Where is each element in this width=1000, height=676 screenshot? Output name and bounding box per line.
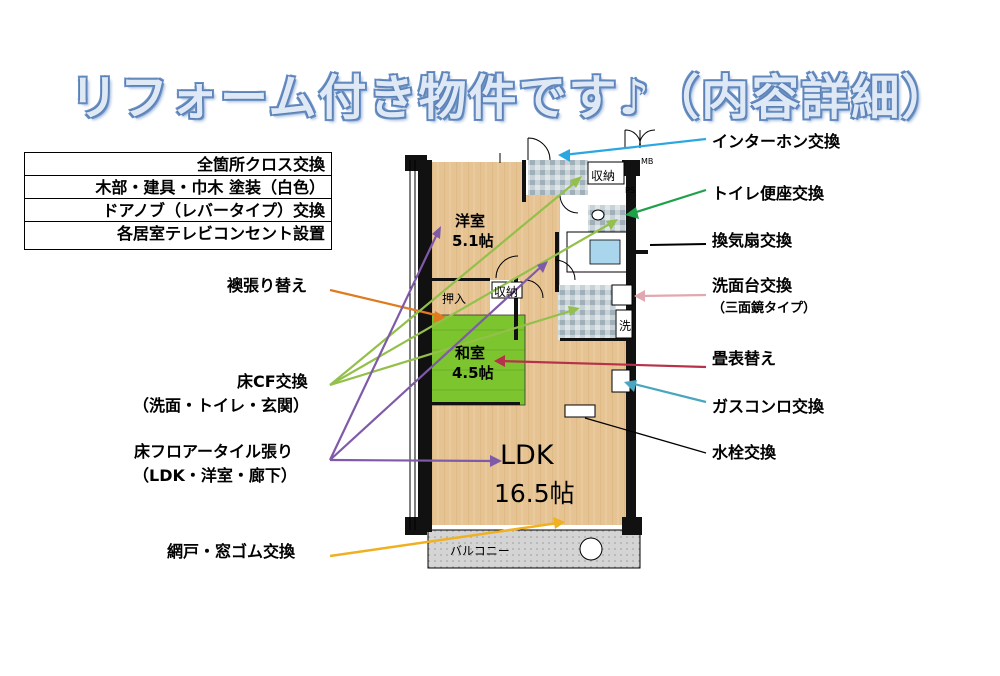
- general-renovation-list: 全箇所クロス交換 木部・建具・巾木 塗装（白色） ドアノブ（レバータイプ）交換 …: [24, 152, 332, 250]
- room-japanese-size: 4.5帖: [452, 364, 494, 382]
- storage-label: 収納: [494, 285, 519, 299]
- arrow-toilet: [629, 188, 707, 216]
- label-toilet: トイレ便座交換: [712, 184, 825, 203]
- label-faucet: 水栓交換: [712, 443, 777, 462]
- label-stove: ガスコンロ交換: [712, 397, 825, 416]
- label-cf-floor: 床CF交換: [237, 372, 308, 391]
- label-tatami: 畳表替え: [712, 349, 777, 368]
- label-fusuma: 襖張り替え: [227, 276, 308, 295]
- arrow-faucet: [584, 417, 707, 454]
- arrow-fan: [649, 243, 707, 246]
- storage-label: 収納: [591, 169, 616, 183]
- arrow-stove: [629, 381, 707, 404]
- list-item: ドアノブ（レバータイプ）交換: [25, 199, 331, 222]
- list-item: 全箇所クロス交換: [25, 153, 331, 176]
- room-ldk-size: 16.5帖: [494, 479, 575, 508]
- mb-label: MB: [641, 157, 654, 166]
- arrow-fusuma: [329, 288, 441, 318]
- room-japanese-name: 和室: [455, 344, 486, 362]
- label-tile-floor: 床フロアータイル張り: [134, 442, 294, 461]
- vanity-icon: [611, 284, 633, 306]
- arrow-tatami: [499, 359, 707, 369]
- label-tile-floor-sub: （LDK・洋室・廊下）: [133, 466, 297, 485]
- label-vanity-sub: （三面鏡タイプ）: [712, 301, 817, 316]
- page-title: リフォーム付き物件です♪（内容詳細）: [70, 70, 952, 126]
- storage-box: [587, 161, 625, 185]
- kitchen-sink-icon: [564, 404, 596, 418]
- arrow-vanity: [639, 293, 707, 298]
- label-intercom: インターホン交換: [712, 132, 841, 151]
- balcony-label: バルコニー: [450, 544, 510, 558]
- room-western-size: 5.1帖: [452, 232, 494, 250]
- label-cf-floor-sub: （洗面・トイレ・玄関）: [133, 396, 310, 415]
- room-western-name: 洋室: [455, 212, 486, 230]
- room-ldk-name: LDK: [500, 440, 554, 471]
- closet-label: 押入: [442, 292, 467, 306]
- toilet-icon: [591, 209, 605, 221]
- wash-label: 洗: [619, 319, 632, 333]
- arrow-tile-floor: [329, 231, 544, 463]
- label-vanity: 洗面台交換: [712, 276, 793, 295]
- label-screen: 網戸・窓ゴム交換: [167, 542, 296, 561]
- bathtub-icon: [589, 239, 621, 265]
- arrow-intercom: [562, 137, 707, 157]
- list-item: 木部・建具・巾木 塗装（白色）: [25, 176, 331, 199]
- wood-floor-areas: [430, 162, 630, 525]
- label-fan: 換気扇交換: [712, 231, 793, 250]
- ps-label: PS: [625, 186, 635, 195]
- arrow-screen: [329, 521, 559, 558]
- stove-icon: [611, 369, 631, 393]
- list-item: 各居室テレビコンセント設置: [116, 224, 325, 243]
- washer-space: [615, 309, 633, 339]
